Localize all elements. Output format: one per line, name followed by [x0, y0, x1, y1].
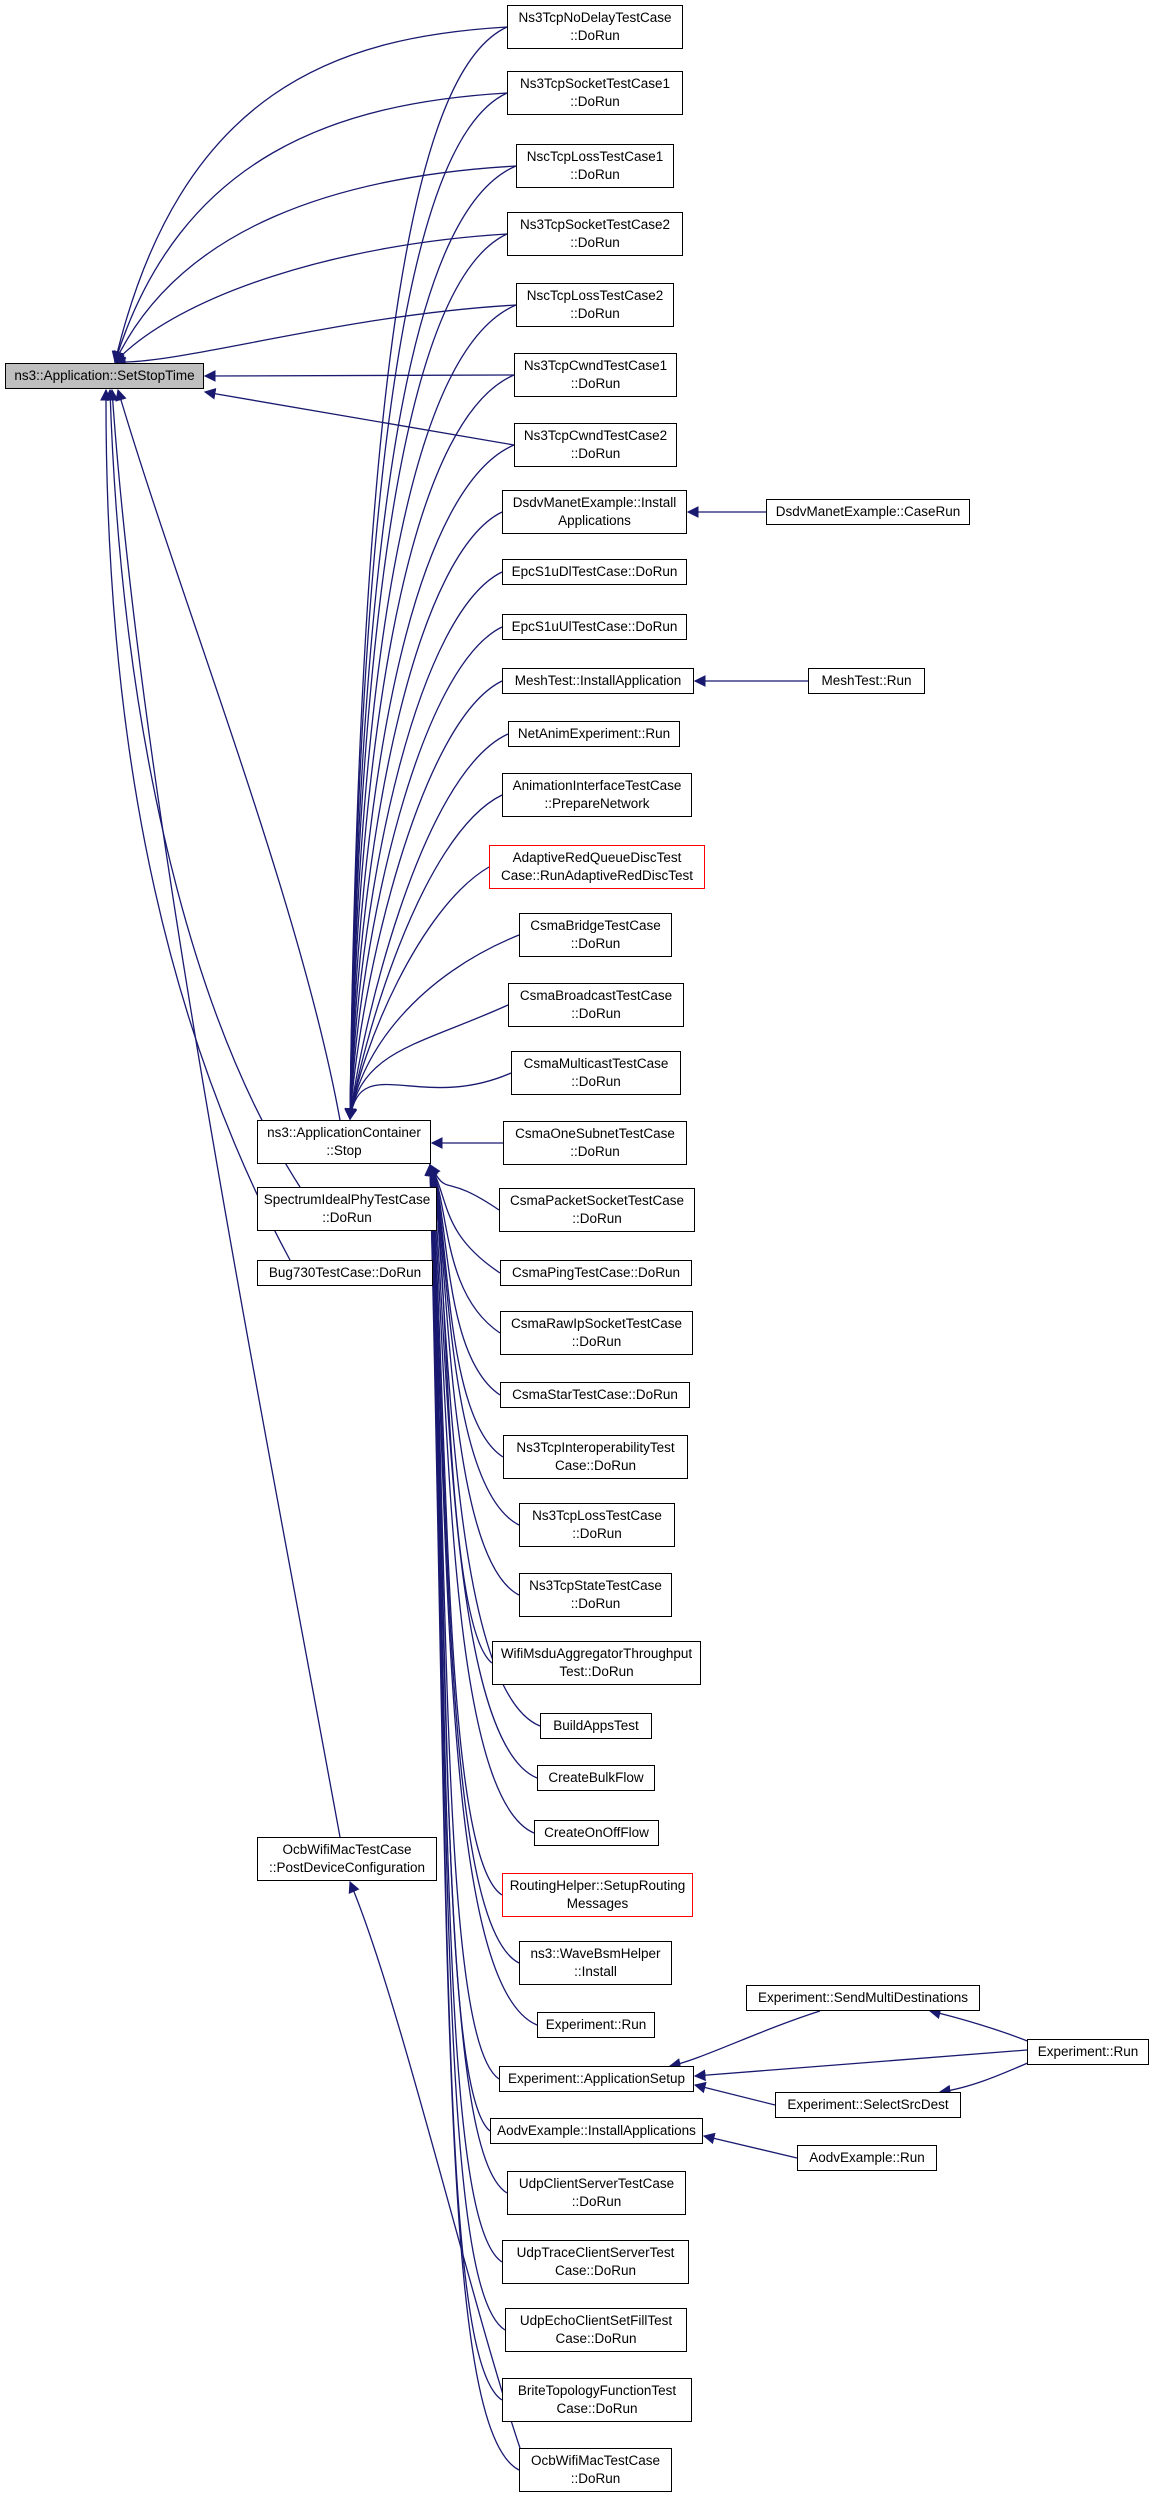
- edge-n34b-n34: [702, 2132, 798, 2159]
- node-n34b[interactable]: AodvExample::Run: [797, 2145, 937, 2171]
- edge-n27-stop: [427, 1163, 541, 1727]
- node-ocbpost[interactable]: OcbWifiMacTestCase ::PostDeviceConfigura…: [257, 1837, 437, 1881]
- node-n34[interactable]: AodvExample::InstallApplications: [490, 2118, 703, 2144]
- edge-n4-stop: [344, 233, 508, 1121]
- edge-n35-stop: [424, 1163, 508, 2194]
- node-n8[interactable]: DsdvManetExample::Install Applications: [502, 490, 687, 534]
- edge-n7-stop: [344, 444, 515, 1121]
- edge-appstop-root: [115, 388, 341, 1121]
- edge-n33-stop: [424, 1163, 500, 2080]
- edge-n33c-n33a: [928, 2007, 1031, 2043]
- edge-n15-stop: [345, 934, 520, 1121]
- node-n33a[interactable]: Experiment::SendMultiDestinations: [746, 1985, 980, 2011]
- node-n37[interactable]: UdpEchoClientSetFillTest Case::DoRun: [505, 2308, 687, 2352]
- node-n9[interactable]: EpcS1uDlTestCase::DoRun: [502, 559, 687, 585]
- node-n25[interactable]: Ns3TcpStateTestCase ::DoRun: [519, 1573, 672, 1617]
- node-n35[interactable]: UdpClientServerTestCase ::DoRun: [507, 2171, 686, 2215]
- node-n20[interactable]: CsmaPingTestCase::DoRun: [500, 1260, 692, 1286]
- node-n27[interactable]: BuildAppsTest: [540, 1713, 652, 1739]
- edge-n1-root: [111, 26, 508, 364]
- node-n5[interactable]: NscTcpLossTestCase2 ::DoRun: [516, 283, 674, 327]
- node-n12[interactable]: NetAnimExperiment::Run: [508, 721, 680, 747]
- node-n33b[interactable]: Experiment::SelectSrcDest: [775, 2092, 961, 2118]
- edge-n8-stop: [344, 511, 503, 1121]
- node-n38[interactable]: BriteTopologyFunctionTest Case::DoRun: [502, 2378, 692, 2422]
- edge-n7-root: [203, 388, 515, 446]
- edge-n2-stop: [344, 92, 508, 1121]
- node-n16[interactable]: CsmaBroadcastTestCase ::DoRun: [508, 983, 684, 1027]
- node-n3[interactable]: NscTcpLossTestCase1 ::DoRun: [516, 144, 674, 188]
- node-n1[interactable]: Ns3TcpNoDelayTestCase ::DoRun: [507, 5, 683, 49]
- edge-n5-stop: [344, 304, 517, 1121]
- node-n31[interactable]: ns3::WaveBsmHelper ::Install: [519, 1941, 672, 1985]
- edge-n6-root: [203, 370, 515, 382]
- edge-n3-stop: [344, 165, 517, 1121]
- node-n6[interactable]: Ns3TcpCwndTestCase1 ::DoRun: [514, 353, 677, 397]
- node-n26[interactable]: WifiMsduAggregatorThroughput Test::DoRun: [492, 1641, 701, 1685]
- edge-n6-stop: [344, 374, 515, 1121]
- edge-n3-root: [114, 165, 517, 364]
- node-n19[interactable]: CsmaPacketSocketTestCase ::DoRun: [499, 1188, 695, 1232]
- node-n21[interactable]: CsmaRawIpSocketTestCase ::DoRun: [500, 1311, 693, 1355]
- node-appstop[interactable]: ns3::ApplicationContainer ::Stop: [257, 1120, 431, 1164]
- edge-n10-stop: [344, 626, 503, 1121]
- node-n13[interactable]: AnimationInterfaceTestCase ::PrepareNetw…: [502, 773, 692, 817]
- edge-n2-root: [112, 92, 508, 364]
- edge-n30-stop: [425, 1163, 503, 1896]
- node-n2[interactable]: Ns3TcpSocketTestCase1 ::DoRun: [507, 71, 683, 115]
- node-n30[interactable]: RoutingHelper::SetupRouting Messages: [502, 1873, 693, 1917]
- edge-ocbpost-root: [106, 388, 341, 1838]
- node-n17[interactable]: CsmaMulticastTestCase ::DoRun: [511, 1051, 681, 1095]
- node-n33c[interactable]: Experiment::Run: [1027, 2039, 1149, 2065]
- edge-n33c-n33b: [938, 2061, 1031, 2097]
- node-n39[interactable]: OcbWifiMacTestCase ::DoRun: [519, 2448, 672, 2492]
- node-n29[interactable]: CreateOnOffFlow: [534, 1820, 659, 1846]
- edge-n33c-n33: [693, 2049, 1028, 2082]
- edge-n32-stop: [424, 1163, 538, 2026]
- edge-n4-root: [114, 233, 508, 363]
- edge-n39-ocbpost: [348, 1880, 521, 2449]
- edge-n11-stop: [344, 680, 503, 1121]
- edge-bug730-root: [100, 388, 291, 1261]
- node-spectrum[interactable]: SpectrumIdealPhyTestCase ::DoRun: [257, 1187, 437, 1231]
- edge-n5-root: [113, 304, 517, 369]
- edge-n28-stop: [426, 1163, 538, 1779]
- edge-n14-stop: [345, 866, 490, 1121]
- node-n23[interactable]: Ns3TcpInteroperabilityTest Case::DoRun: [503, 1435, 688, 1479]
- edge-n16-stop: [345, 1004, 509, 1121]
- node-n36[interactable]: UdpTraceClientServerTest Case::DoRun: [502, 2240, 689, 2284]
- node-root: ns3::Application::SetStopTime: [5, 363, 204, 389]
- node-n22[interactable]: CsmaStarTestCase::DoRun: [500, 1382, 690, 1408]
- node-n7[interactable]: Ns3TcpCwndTestCase2 ::DoRun: [514, 423, 677, 467]
- node-bug730[interactable]: Bug730TestCase::DoRun: [257, 1260, 433, 1286]
- edge-n31-stop: [424, 1163, 520, 1964]
- node-n4[interactable]: Ns3TcpSocketTestCase2 ::DoRun: [507, 212, 683, 256]
- edge-n39-stop: [424, 1163, 520, 2471]
- edge-n29-stop: [425, 1163, 535, 1834]
- node-n32[interactable]: Experiment::Run: [537, 2012, 655, 2038]
- node-n11[interactable]: MeshTest::InstallApplication: [502, 668, 694, 694]
- node-n8b[interactable]: DsdvManetExample::CaseRun: [766, 499, 970, 525]
- node-n14[interactable]: AdaptiveRedQueueDiscTest Case::RunAdapti…: [489, 845, 705, 889]
- edge-n12-stop: [345, 733, 509, 1121]
- node-n28[interactable]: CreateBulkFlow: [537, 1765, 655, 1791]
- edge-n13-stop: [345, 794, 503, 1121]
- node-n18[interactable]: CsmaOneSubnetTestCase ::DoRun: [503, 1121, 687, 1165]
- edge-n33a-n33: [668, 2010, 821, 2070]
- edge-n33b-n33: [693, 2081, 776, 2106]
- node-n11b[interactable]: MeshTest::Run: [808, 668, 925, 694]
- node-n33[interactable]: Experiment::ApplicationSetup: [499, 2066, 694, 2092]
- edge-n17-stop: [345, 1072, 512, 1121]
- node-n15[interactable]: CsmaBridgeTestCase ::DoRun: [519, 913, 672, 957]
- edge-n9-stop: [344, 571, 503, 1121]
- edge-n1-stop: [344, 26, 508, 1121]
- node-n10[interactable]: EpcS1uUlTestCase::DoRun: [502, 614, 687, 640]
- node-n24[interactable]: Ns3TcpLossTestCase ::DoRun: [519, 1503, 675, 1547]
